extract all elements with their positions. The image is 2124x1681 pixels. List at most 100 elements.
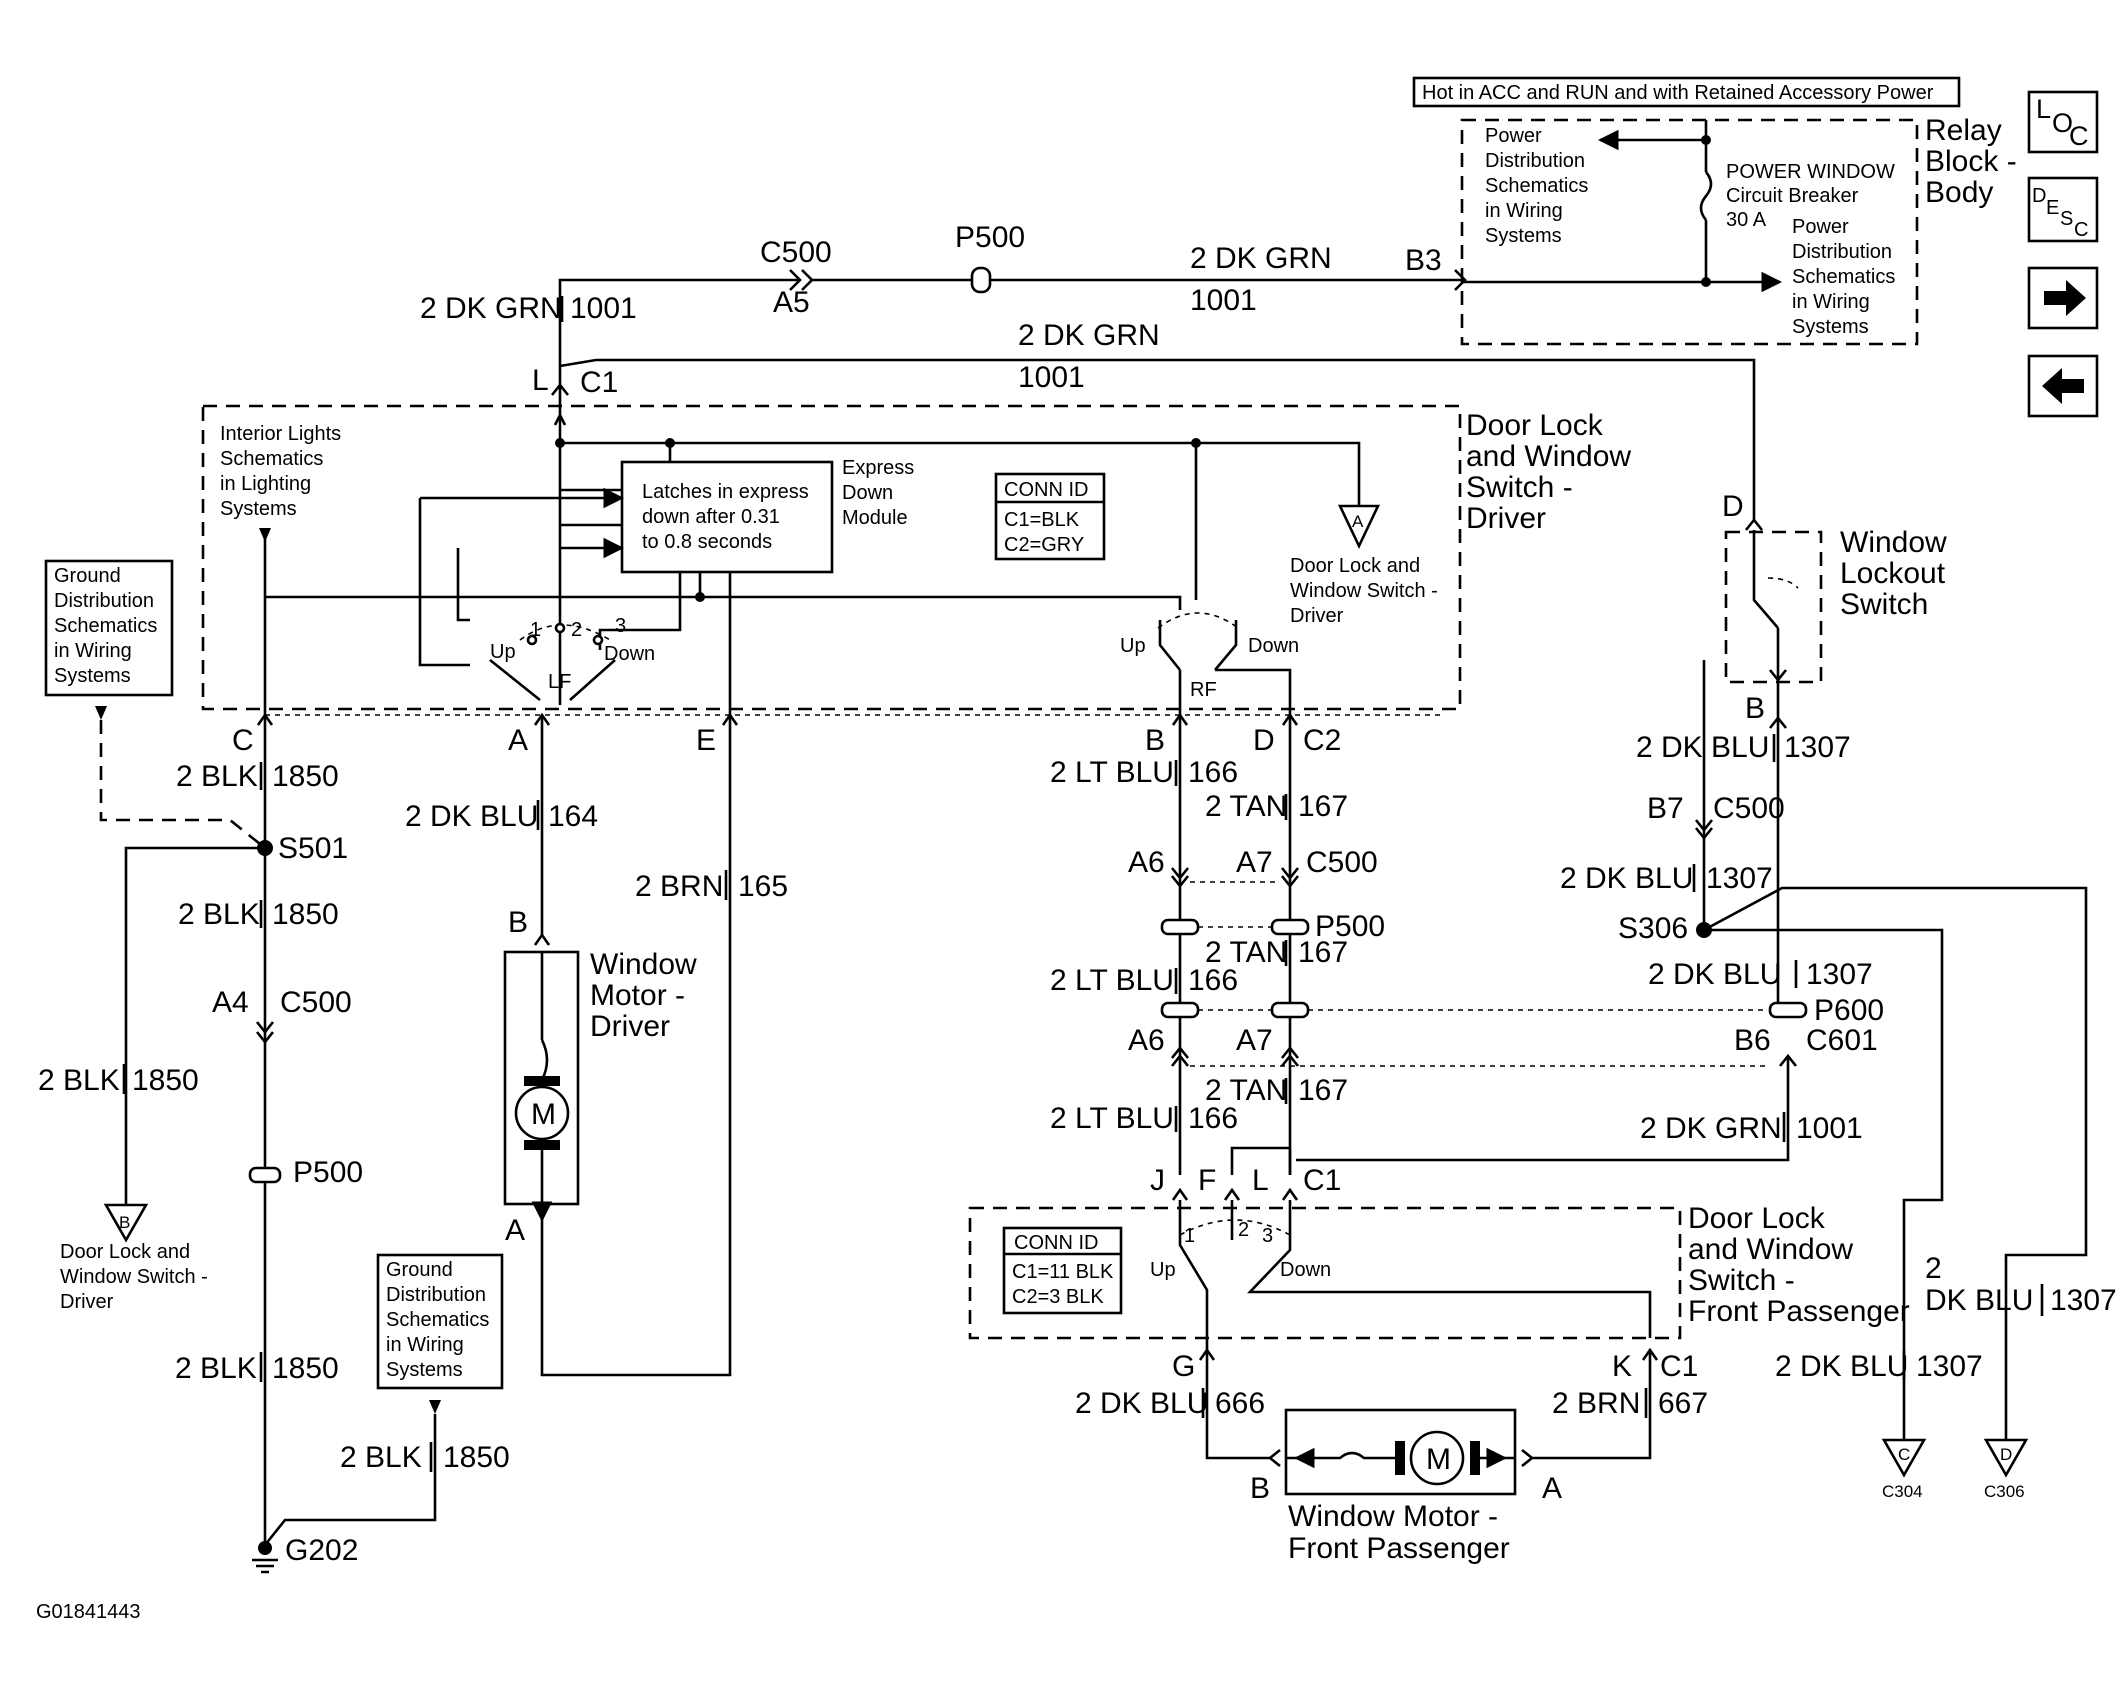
passenger-motor-box (1284, 1408, 1517, 1496)
express-down-module (620, 460, 834, 574)
svg-text:down after 0.31: down after 0.31 (642, 506, 780, 528)
svg-text:Schematics: Schematics (386, 1309, 489, 1331)
connector-c1-l (550, 380, 570, 396)
svg-text:CONN ID: CONN ID (1014, 1232, 1098, 1254)
pass-label-c1b: C1 (1660, 1350, 1698, 1383)
label-circuit-1001-mid: 1001 (1018, 361, 1085, 394)
ref-c-triangle (1881, 1438, 1927, 1478)
svg-text:in Wiring: in Wiring (54, 640, 132, 662)
wire-1001-passenger (1296, 1056, 1790, 1162)
svg-text:Switch -: Switch - (1466, 471, 1573, 504)
label-circuit-166: 166 (1188, 756, 1238, 789)
driver-conn-id: CONN ID C1=BLK C2=GRY (1004, 479, 1088, 556)
driver-switch-outline (201, 404, 1462, 711)
svg-text:L: L (2036, 94, 2051, 124)
label-p500-top: P500 (955, 221, 1025, 254)
pass-down-label: Down (1280, 1259, 1331, 1281)
svg-text:Distribution: Distribution (1485, 150, 1585, 172)
label-pin-l: L (532, 364, 549, 397)
ref-a-label: A (1352, 512, 1364, 531)
pass-num-1: 1 (1184, 1225, 1195, 1247)
svg-text:Power: Power (1792, 216, 1849, 238)
ref-b-label: B (119, 1213, 130, 1232)
connector-p600-b6 (1768, 1001, 1808, 1019)
connector-p500-a7 (1270, 918, 1310, 936)
wire-1307-to-c304 (1704, 928, 1944, 1440)
next-page-button[interactable] (2027, 266, 2099, 330)
svg-text:Module: Module (842, 507, 908, 529)
driver-conn-id-box (994, 472, 1106, 561)
svg-text:Window Motor -: Window Motor - (1288, 1500, 1498, 1533)
pin-c: C (232, 724, 254, 757)
relay-power-dist-left: Power Distribution Schematics in Wiring … (1485, 125, 1588, 247)
driver-motor-icon (514, 1085, 570, 1141)
label-wire-brn-165: 2 BRN (635, 870, 723, 903)
ref-d-triangle (1983, 1438, 2029, 1478)
ground-ref-1-box (44, 559, 174, 697)
wire-1001-to-lockout (559, 358, 1756, 520)
svg-text:Systems: Systems (1792, 316, 1869, 338)
relay-block-outline (1460, 118, 1919, 346)
passenger-switch-outline (968, 1206, 1682, 1340)
svg-text:Window: Window (590, 948, 697, 981)
svg-text:C1=11 BLK: C1=11 BLK (1012, 1261, 1114, 1283)
ref-b-triangle (103, 1203, 149, 1243)
svg-text:Front Passenger: Front Passenger (1688, 1295, 1910, 1328)
power-banner: Hot in ACC and RUN and with Retained Acc… (1422, 82, 1934, 104)
svg-text:POWER WINDOW: POWER WINDOW (1726, 161, 1895, 183)
svg-text:Driver: Driver (590, 1010, 670, 1043)
circuit-breaker-icon (1699, 171, 1713, 221)
pin-d-rf: D (1253, 724, 1275, 757)
driver-bus-mid (265, 595, 1182, 610)
label-g202: G202 (285, 1534, 358, 1567)
wire-667 (1532, 1350, 1652, 1460)
desc-button[interactable]: D E S C (2027, 176, 2099, 243)
svg-text:C: C (2074, 219, 2088, 241)
svg-text:to 0.8 seconds: to 0.8 seconds (642, 531, 772, 553)
pass-motor-pin-b: B (1250, 1472, 1270, 1505)
label-c601: C601 (1806, 1024, 1878, 1057)
label-wire-blk-4: 2 BLK (175, 1352, 257, 1385)
express-down-label: Express Down Module (842, 457, 914, 529)
lf-down-label: Down (604, 643, 655, 665)
pass-pin-g: G (1172, 1350, 1195, 1383)
wire-1307-to-c306 (1703, 886, 2088, 1440)
label-wire-dkblu-1: 2 DK BLU (1636, 731, 1769, 764)
pin-b-rf: B (1145, 724, 1165, 757)
svg-text:Distribution: Distribution (386, 1284, 486, 1306)
rf-switch-contacts (1158, 620, 1238, 671)
previous-page-button[interactable] (2027, 354, 2099, 418)
svg-text:Systems: Systems (54, 665, 131, 687)
driver-motor-m: M (531, 1098, 556, 1131)
label-circuit-666: 666 (1215, 1387, 1265, 1420)
label-wire-dkblu-164: 2 DK BLU (405, 800, 538, 833)
loc-button[interactable]: L O C (2027, 90, 2099, 154)
label-a6: A6 (1128, 846, 1165, 879)
label-circuit-167b: 167 (1298, 936, 1348, 969)
relay-block-title: Relay Block - Body (1925, 114, 2017, 209)
label-wire-dkblu-666: 2 DK BLU (1075, 1387, 1208, 1420)
label-c304: C304 (1882, 1482, 1923, 1501)
svg-text:O: O (2052, 108, 2073, 138)
passenger-conn-id: CONN ID C1=11 BLK C2=3 BLK (1012, 1232, 1114, 1308)
lf-num-3: 3 (615, 615, 626, 637)
label-b6: B6 (1734, 1024, 1771, 1057)
driver-bus-top (560, 441, 1361, 506)
svg-text:Lockout: Lockout (1840, 557, 1946, 590)
label-wire-ltblu-166: 2 LT BLU (1050, 756, 1174, 789)
svg-text:Interior Lights: Interior Lights (220, 423, 341, 445)
lockout-switch-outline (1724, 530, 1823, 684)
label-wire-brn-667: 2 BRN (1552, 1387, 1640, 1420)
rf-up-label: Up (1120, 635, 1146, 657)
lf-label: LF (548, 671, 571, 693)
label-wire-blk-3: 2 BLK (38, 1064, 120, 1097)
connector-p600-a6 (1160, 1001, 1200, 1019)
ground-ref-1-text: Ground Distribution Schematics in Wiring… (54, 565, 157, 687)
label-circuit-1307-1: 1307 (1784, 731, 1851, 764)
passenger-switch-title: Door Lock and Window Switch - Front Pass… (1688, 1202, 1910, 1328)
lockout-switch-contact (1752, 530, 1780, 660)
driver-switch-title: Door Lock and Window Switch - Driver (1466, 409, 1631, 535)
connector-p500-top (970, 266, 992, 294)
label-wire-ltblu-166c: 2 LT BLU (1050, 1102, 1174, 1135)
svg-text:Systems: Systems (220, 498, 297, 520)
